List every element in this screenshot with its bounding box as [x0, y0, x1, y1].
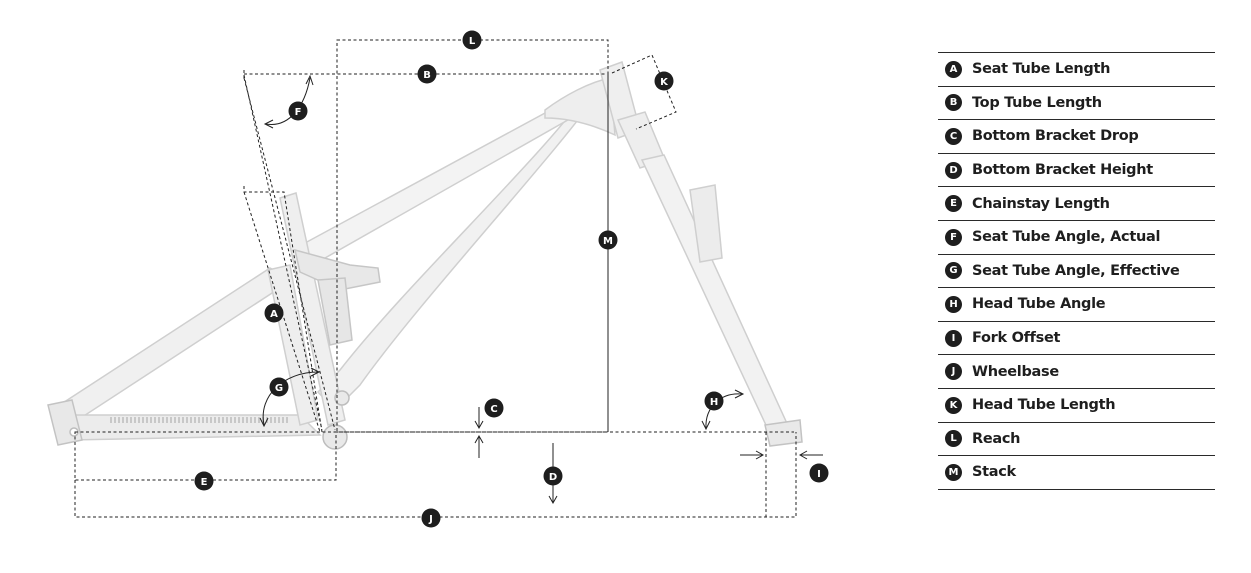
callout-f: F — [288, 101, 308, 121]
callout-b: B — [417, 64, 437, 84]
i-arrowhead-left — [755, 450, 765, 460]
legend-item: K Head Tube Length — [938, 389, 1215, 423]
svg-text:D: D — [549, 472, 557, 483]
legend-label: Bottom Bracket Height — [972, 162, 1153, 179]
callout-m: M — [598, 230, 618, 250]
legend-item: M Stack — [938, 456, 1215, 490]
g-arrowhead-right — [310, 367, 321, 377]
frame-geometry-diagram: L B K F M A G C H D E I J — [47, 30, 829, 528]
svg-text:G: G — [275, 383, 283, 394]
legend-badge: E — [945, 195, 962, 213]
legend-item: I Fork Offset — [938, 322, 1215, 356]
callout-g: G — [269, 377, 289, 397]
svg-text:I: I — [817, 469, 821, 480]
legend-item: J Wheelbase — [938, 355, 1215, 389]
legend-item: H Head Tube Angle — [938, 288, 1215, 322]
legend-badge: C — [945, 127, 962, 145]
fork-arch — [689, 184, 723, 263]
legend-item: L Reach — [938, 423, 1215, 457]
legend-item: D Bottom Bracket Height — [938, 154, 1215, 188]
svg-text:A: A — [270, 309, 278, 320]
legend-label: Head Tube Angle — [972, 296, 1106, 313]
legend-item: C Bottom Bracket Drop — [938, 120, 1215, 154]
callout-c: C — [484, 398, 504, 418]
chainstay-dim — [74, 431, 337, 481]
down-tube — [316, 83, 602, 412]
legend-label: Reach — [972, 430, 1021, 447]
main-pivot — [334, 390, 350, 406]
geometry-legend: A Seat Tube Length B Top Tube Length C Bott… — [938, 52, 1215, 490]
svg-text:C: C — [490, 404, 497, 415]
legend-badge: A — [945, 60, 962, 78]
seat-tube-actual-dim — [243, 74, 323, 431]
rear-shock — [317, 277, 353, 346]
seat-tube-effective-dim — [243, 77, 336, 431]
g-arrowhead-bottom — [259, 417, 269, 428]
legend-badge: H — [945, 295, 962, 313]
f-arrowhead-top — [305, 74, 314, 86]
legend-label: Seat Tube Length — [972, 61, 1111, 78]
svg-text:M: M — [603, 236, 613, 247]
legend-label: Seat Tube Angle, Effective — [972, 262, 1180, 279]
callout-badges: L B K F M A G C H D E I J — [194, 30, 829, 528]
legend-label: Top Tube Length — [972, 94, 1102, 111]
legend-item: B Top Tube Length — [938, 87, 1215, 121]
legend-badge: G — [945, 262, 962, 280]
legend-badge: J — [945, 363, 962, 381]
h-arrowhead-bottom — [701, 420, 711, 431]
callout-l: L — [462, 30, 482, 50]
h-arrowhead — [734, 389, 745, 399]
c-arrowhead-top — [474, 420, 484, 430]
i-arrowhead-right — [798, 450, 808, 460]
svg-text:K: K — [660, 77, 669, 88]
legend-badge: L — [945, 430, 962, 448]
callout-k: K — [654, 71, 674, 91]
legend-item: F Seat Tube Angle, Actual — [938, 221, 1215, 255]
legend-label: Fork Offset — [972, 330, 1061, 347]
callout-i: I — [809, 463, 829, 483]
c-arrowhead-bottom — [474, 434, 484, 444]
callout-a: A — [264, 303, 284, 323]
fork-dropout — [764, 419, 803, 447]
legend-label: Wheelbase — [972, 363, 1059, 380]
legend-label: Stack — [972, 464, 1016, 481]
legend-badge: I — [945, 329, 962, 347]
svg-text:L: L — [469, 36, 476, 47]
svg-text:E: E — [201, 477, 208, 488]
seat-tube-length-dim-side — [243, 191, 321, 433]
svg-text:B: B — [423, 70, 431, 81]
dimension-lines — [74, 39, 797, 518]
callout-h: H — [704, 391, 724, 411]
svg-text:J: J — [428, 514, 433, 525]
legend-badge: D — [945, 161, 962, 179]
callout-e: E — [194, 471, 214, 491]
svg-text:F: F — [295, 107, 302, 118]
legend-badge: F — [945, 228, 962, 246]
f-arrowhead-left — [263, 119, 274, 129]
bottom-bracket — [322, 424, 348, 450]
legend-label: Head Tube Length — [972, 397, 1116, 414]
svg-text:H: H — [710, 397, 718, 408]
rear-stay — [267, 264, 319, 426]
bike-frame — [47, 61, 803, 450]
legend-badge: B — [945, 94, 962, 112]
legend-badge: M — [945, 463, 962, 481]
seat-stay — [50, 267, 294, 426]
legend-label: Seat Tube Angle, Actual — [972, 229, 1161, 246]
head-gusset — [544, 77, 616, 137]
legend-item: E Chainstay Length — [938, 187, 1215, 221]
callout-d: D — [543, 466, 563, 486]
callout-j: J — [421, 508, 441, 528]
head-tube-dim — [611, 54, 677, 130]
wheelbase-dim — [74, 432, 797, 518]
legend-label: Chainstay Length — [972, 195, 1110, 212]
legend-item: A Seat Tube Length — [938, 53, 1215, 87]
legend-badge: K — [945, 396, 962, 414]
d-arrowhead — [548, 495, 558, 505]
legend-label: Bottom Bracket Drop — [972, 128, 1139, 145]
seat-tube-length-dim — [243, 186, 323, 433]
legend-item: G Seat Tube Angle, Effective — [938, 255, 1215, 289]
